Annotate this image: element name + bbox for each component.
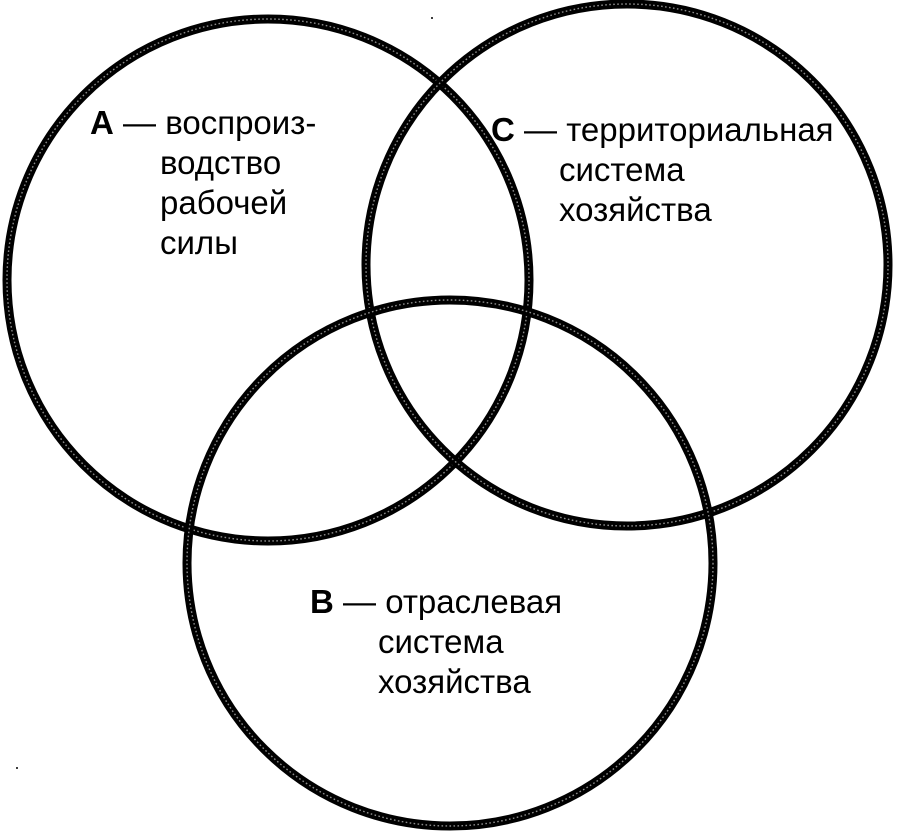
set-b-line-1: отраслевая (385, 583, 563, 620)
set-c-line-1: территориальная (566, 111, 834, 148)
circle-b (182, 295, 718, 831)
set-c-letter: C (491, 111, 515, 148)
circle-a-texture (6, 18, 530, 542)
scan-speck (16, 767, 18, 769)
set-c-line-2: система (559, 151, 685, 188)
set-a-line-4: силы (160, 224, 238, 261)
set-b-line-3: хозяйства (378, 663, 531, 700)
set-a-line-3: рабочей (160, 184, 288, 221)
set-b-label: B — отраслевая система хозяйства (310, 582, 562, 702)
set-c-label: C — территориальная система хозяйства (491, 110, 834, 230)
set-a-label: A — воспроиз- водство рабочей силы (90, 103, 316, 263)
set-b-letter: B (310, 583, 334, 620)
set-a-line-1: воспроиз- (165, 104, 317, 141)
scan-speck (431, 17, 433, 19)
set-c-first-line: C — территориальная (491, 110, 834, 150)
circle-b-texture (186, 299, 714, 827)
set-b-dash: — (333, 583, 386, 620)
set-b-first-line: B — отраслевая (310, 582, 562, 622)
set-b-line-2: система (378, 623, 504, 660)
set-a-first-line: A — воспроиз- (90, 103, 316, 143)
circle-c (361, 0, 893, 531)
set-a-letter: A (90, 104, 114, 141)
set-a-dash: — (113, 104, 166, 141)
set-c-line-3: хозяйства (559, 191, 712, 228)
set-c-dash: — (514, 111, 567, 148)
set-a-line-2: водство (160, 144, 282, 181)
circle-c-texture (365, 3, 889, 527)
